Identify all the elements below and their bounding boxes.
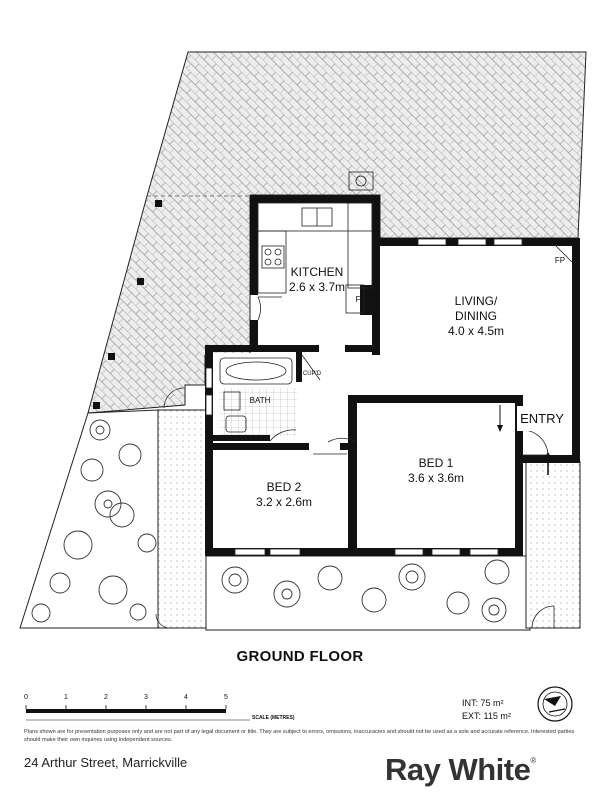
area-summary: INT: 75 m² EXT: 115 m² [462,697,511,723]
scale-tick-1: 1 [64,694,68,701]
living-size: 4.0 x 4.5m [448,324,504,338]
property-address: 24 Arthur Street, Marrickville [24,755,188,770]
registered-mark: ® [530,756,536,765]
scale-bar: 0 1 2 3 4 5 SCALE (METRES) [24,694,294,724]
living-label-1: LIVING/ [455,294,498,308]
floor-title: GROUND FLOOR [236,648,364,665]
entry-path [525,461,581,629]
north-compass-icon [537,686,573,722]
cupboard-label: CUP'D [303,371,322,377]
scale-ruler [25,705,250,721]
scale-tick-5: 5 [224,694,228,701]
bed2-size: 3.2 x 2.6m [256,495,312,509]
disclaimer-text: Plans shown are for presentation purpose… [24,729,575,743]
kitchen-label: KITCHEN [291,265,344,279]
scale-tick-3: 3 [144,694,148,701]
side-garden [19,409,159,629]
brand-name: Ray White [385,752,531,787]
windows [205,238,523,556]
walls [205,195,580,556]
scale-tick-4: 4 [184,694,188,701]
scale-tick-0: 0 [24,694,28,701]
scale-tick-2: 2 [104,694,108,701]
bathroom-tiles [219,388,297,436]
garden-plants [31,419,510,623]
side-path [157,409,207,629]
ray-white-logo: Ray White® [385,752,536,788]
bed1-size: 3.6 x 3.6m [408,471,464,485]
internal-area: INT: 75 m² [462,698,504,708]
front-garden [205,555,531,631]
kitchen-size: 2.6 x 3.7m [289,280,345,294]
floor-plan: KITCHEN 2.6 x 3.7m LIVING/ DINING 4.0 x … [19,51,587,631]
fireplace-label: FP [555,256,565,265]
entry-label: ENTRY [520,411,564,426]
bath-label: BATH [250,396,271,405]
scale-caption: SCALE (METRES) [252,715,295,721]
fridge-label: F [356,295,361,304]
living-label-2: DINING [455,309,497,323]
external-area: EXT: 115 m² [462,711,511,721]
bed2-label: BED 2 [267,480,302,494]
bed1-label: BED 1 [419,456,454,470]
